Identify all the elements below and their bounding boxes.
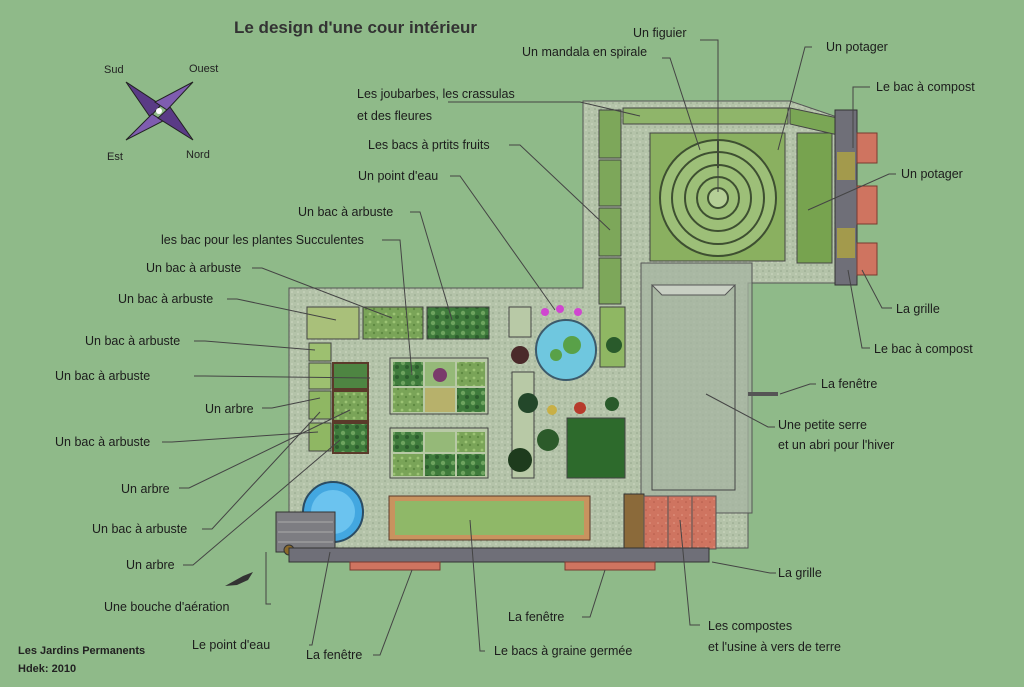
label-figuier: Un figuier: [633, 26, 687, 40]
label-composts-2: et l'usine à vers de terre: [708, 640, 842, 654]
label-point-eau-2: Le point d'eau: [192, 638, 271, 652]
label-serre-1: Une petite serre: [778, 418, 867, 432]
bottom-wall: [288, 547, 710, 563]
label-potager-1: Un potager: [826, 40, 888, 54]
air-vent-box: [275, 511, 336, 556]
window-center: [564, 561, 656, 571]
label-serre-2: et un abri pour l'hiver: [778, 438, 895, 452]
credit-line-1: Les Jardins Permanents: [18, 645, 146, 657]
water-point: [535, 305, 597, 381]
greenhouse: [640, 262, 753, 514]
shrub-bacs: [306, 306, 490, 454]
label-joubarbes-1: Les joubarbes, les crassulas: [357, 87, 515, 101]
window-left: [349, 561, 441, 571]
label-mandala: Un mandala en spirale: [522, 45, 648, 59]
germination-bac: [388, 495, 591, 541]
compass-west: Ouest: [189, 63, 219, 75]
compost-worm-factory: [623, 493, 717, 550]
succulent-bacs: [389, 357, 489, 479]
label-graine-germee: Le bacs à graine germée: [494, 644, 633, 658]
compass-south: Sud: [104, 64, 124, 76]
window-marker: [748, 392, 778, 396]
label-bac-arbuste-2: Un bac à arbuste: [146, 261, 242, 275]
label-bouche-aeration: Une bouche d'aération: [104, 600, 230, 614]
label-petits-fruits: Les bacs à prtits fruits: [368, 138, 490, 152]
label-bac-arbuste-4: Un bac à arbuste: [85, 334, 181, 348]
label-compost-2: Le bac à compost: [874, 342, 973, 356]
label-fenetre-1: La fenêtre: [821, 377, 878, 391]
plant-area: [508, 306, 626, 479]
label-potager-2: Un potager: [901, 167, 963, 181]
credit-line-2: Hdek: 2010: [18, 663, 77, 675]
spiral-mandala: [659, 139, 777, 257]
label-arbre-2: Un arbre: [121, 482, 170, 496]
label-bac-arbuste-7: Un bac à arbuste: [92, 522, 188, 536]
label-bac-arbuste-1: Un bac à arbuste: [298, 205, 394, 219]
label-bac-arbuste-3: Un bac à arbuste: [118, 292, 214, 306]
page-title: Le design d'une cour intérieur: [234, 18, 478, 37]
leader-lines: [162, 39, 896, 656]
label-arbre-3: Un arbre: [126, 558, 175, 572]
compass-rose-icon: [125, 81, 194, 141]
label-arbre-1: Un arbre: [205, 402, 254, 416]
label-joubarbes-2: et des fleures: [357, 109, 433, 123]
label-fenetre-2: La fenêtre: [508, 610, 565, 624]
label-bac-arbuste-5: Un bac à arbuste: [55, 369, 151, 383]
label-fenetre-3: La fenêtre: [306, 648, 363, 662]
label-compost-1: Le bac à compost: [876, 80, 975, 94]
compost-bins-right: [834, 109, 878, 286]
label-composts-1: Les compostes: [708, 619, 793, 633]
petits-fruits-bacs: [598, 109, 622, 305]
lizard-icon: [225, 572, 253, 586]
label-point-eau-1: Un point d'eau: [358, 169, 439, 183]
label-grille-1: La grille: [896, 302, 940, 316]
label-bac-arbuste-6: Un bac à arbuste: [55, 435, 151, 449]
compass-north: Nord: [186, 149, 210, 161]
label-grille-2: La grille: [778, 566, 822, 580]
compass-east: Est: [107, 151, 123, 163]
label-succulentes: les bac pour les plantes Succulentes: [161, 233, 364, 247]
